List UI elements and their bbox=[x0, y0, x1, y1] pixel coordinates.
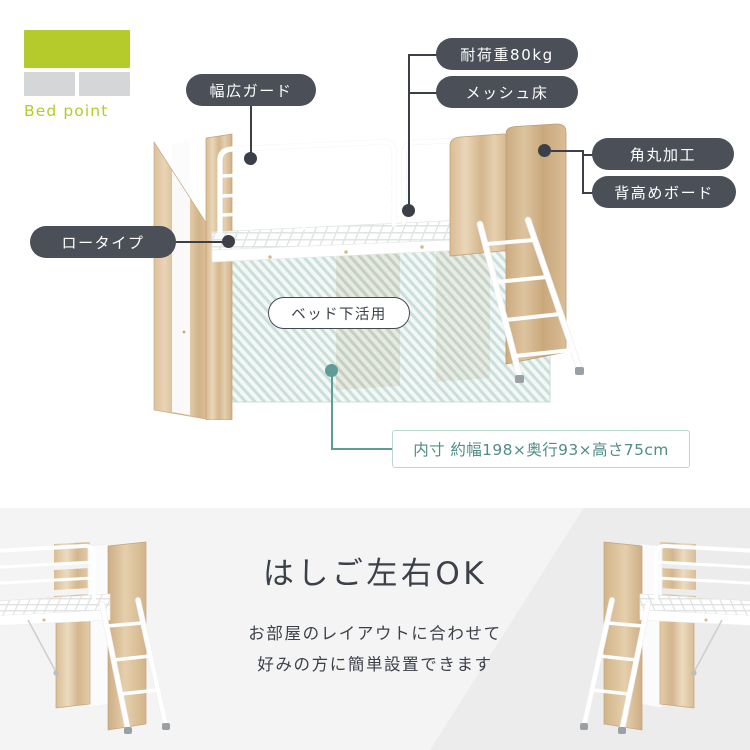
logo-gray-bar-left bbox=[24, 72, 75, 96]
mini-bed-ladder-right bbox=[0, 541, 170, 734]
mini-bed-ladder-left bbox=[580, 541, 750, 734]
mini-wood-panel-front bbox=[55, 611, 91, 709]
connector-dot-center bbox=[402, 204, 415, 217]
connector-dot-right bbox=[538, 144, 551, 157]
ladder-foot-left bbox=[515, 375, 524, 383]
connector-stem-dimension bbox=[331, 370, 333, 449]
connector-bracket-right bbox=[582, 150, 584, 192]
logo-brand-text: Bed point bbox=[24, 102, 109, 120]
bottom-copy-block: はしご左右OK お部屋のレイアウトに合わせて 好みの方に簡単設置できます bbox=[205, 548, 545, 680]
label-load-capacity[interactable]: 耐荷重80kg bbox=[436, 38, 578, 70]
label-mesh-floor[interactable]: メッシュ床 bbox=[436, 76, 578, 108]
mini-guard-rail bbox=[0, 543, 96, 602]
mini-support-strut bbox=[27, 619, 57, 673]
top-feature-section: Bed point bbox=[24, 30, 736, 468]
connector-dot-dimension bbox=[325, 364, 338, 377]
connector-dot-wide-guard bbox=[244, 152, 257, 165]
left-headboard-front-post bbox=[205, 133, 233, 420]
bottom-subtext-line-2: 好みの方に簡単設置できます bbox=[257, 654, 493, 674]
brand-logo: Bed point bbox=[24, 30, 134, 120]
dimension-note: 内寸 約幅198×奥行93×高さ75cm bbox=[392, 430, 690, 468]
label-wide-guard[interactable]: 幅広ガード bbox=[186, 74, 316, 106]
label-under-bed-use[interactable]: ベッド下活用 bbox=[268, 297, 410, 329]
logo-gray-bar-right bbox=[79, 72, 130, 96]
connector-branch-mesh bbox=[408, 92, 438, 94]
bottom-subtext-line-1: お部屋のレイアウトに合わせて bbox=[248, 624, 502, 643]
bottom-headline: はしご左右OK bbox=[262, 556, 488, 592]
wide-guard-rail bbox=[217, 139, 397, 235]
connector-wide-guard bbox=[250, 106, 252, 160]
label-low-type[interactable]: ロータイプ bbox=[30, 226, 176, 258]
ladder bbox=[476, 216, 584, 382]
mini-wood-panel-right bbox=[107, 541, 147, 731]
label-tall-board[interactable]: 背高めボード bbox=[592, 176, 736, 208]
ladder-orientation-section: はしご左右OK お部屋のレイアウトに合わせて 好みの方に簡単設置できます bbox=[0, 508, 750, 750]
connector-dot-low-type bbox=[222, 235, 235, 248]
connector-stem-center bbox=[408, 54, 410, 210]
connector-branch-load bbox=[408, 54, 438, 56]
left-headboard-panel bbox=[153, 140, 213, 420]
label-rounded-corner[interactable]: 角丸加工 bbox=[592, 138, 734, 170]
connector-branch-round bbox=[582, 154, 594, 156]
loft-bed-illustration bbox=[153, 123, 584, 420]
connector-arm-dimension bbox=[331, 448, 393, 450]
connector-low-type bbox=[172, 241, 234, 243]
mini-ladder bbox=[99, 597, 169, 733]
connector-stem-right bbox=[551, 150, 584, 152]
bottom-subtext: お部屋のレイアウトに合わせて 好みの方に簡単設置できます bbox=[205, 619, 545, 680]
connector-branch-board bbox=[582, 192, 594, 194]
ladder-foot-right bbox=[575, 367, 584, 375]
logo-gray-bars bbox=[24, 72, 134, 96]
logo-green-bar bbox=[24, 30, 130, 68]
